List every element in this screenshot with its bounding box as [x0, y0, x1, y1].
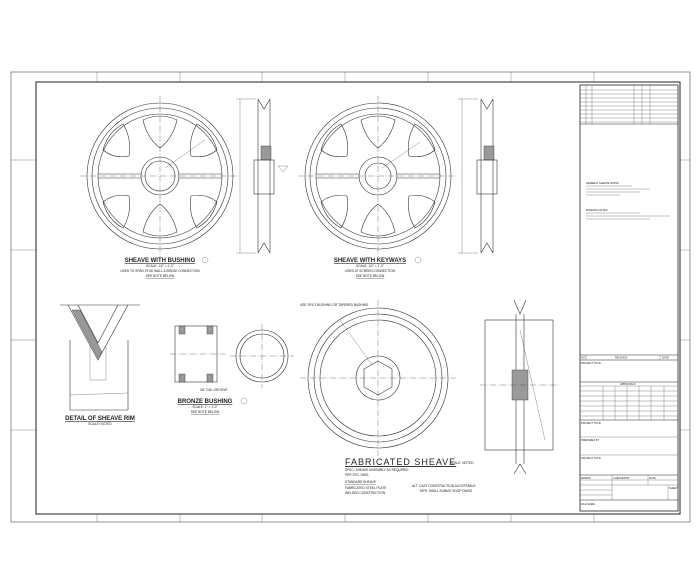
checked-label: CHECKED BY [613, 476, 630, 480]
project-label: PROJECT TITLE [581, 361, 601, 365]
leader-note: USE SPLIT BUSHING OR TAPERED BUSHING [300, 303, 369, 307]
bronze-bushing-view [170, 324, 294, 388]
view-ref: SEE NOTE BELOW [146, 274, 175, 278]
view-title: SHEAVE WITH BUSHING [125, 258, 196, 264]
bushing-callout: 3/4" DIA. GROOVE [200, 388, 228, 392]
file-label: FILE NAME [581, 502, 595, 506]
view-scale: SCALE: NOTED [450, 461, 474, 465]
sheet-label: SHEET [669, 486, 678, 490]
note: ALT. CAST CONSTRUCTION ACCEPTABLE [412, 484, 476, 488]
project-label: PROJECT TITLE [581, 456, 601, 460]
date-label: DATE [662, 356, 669, 360]
sheet-inner-border [35, 81, 681, 515]
border-zone-ticks [11, 72, 690, 522]
date-label: DATE [649, 476, 656, 480]
view-title: FABRICATED SHEAVE [345, 457, 456, 467]
note: PER STD. DWG. [345, 473, 369, 477]
no-label: NO. [581, 356, 586, 360]
note: SPEC. SHEAVE ASSEMBLY AS REQUIRED [345, 468, 409, 472]
note: WELDED CONSTRUCTION [345, 491, 386, 495]
view-ref: SEE NOTE BELOW [356, 274, 385, 278]
view-scale: SCALE: 1/2" = 1'-0" [146, 264, 174, 268]
notes-heading: BUSHING NOTES [586, 208, 608, 212]
project-label: PROJECT TITLE [581, 421, 601, 425]
fabricated-sheave-section [480, 299, 560, 475]
prepared-label: PREPARED BY [581, 438, 600, 442]
view-note: USED AT SCREEN CONNECTION [345, 269, 396, 273]
view-scale: SCALE: 1" = 1'-0" [192, 405, 217, 409]
view-title: BRONZE BUSHING [178, 399, 233, 405]
title-block [579, 84, 679, 512]
view-note: USED TO SPAN STUD WALL & BREAK CONNECTIO… [120, 269, 200, 273]
note: FABRICATED STEEL PLATE [345, 486, 386, 490]
drawn-label: DRAWN [581, 476, 591, 480]
view-scale: SCALE: 1/2" = 1'-0" [356, 264, 384, 268]
note: MFR. SHALL SUBMIT SHOP DWGS. [420, 489, 473, 493]
sheet-outer-border [10, 71, 691, 523]
approvals-label: APPROVALS [620, 382, 636, 386]
view-scale: SCALE: NOTED [88, 422, 112, 426]
fabricated-sheave-view [300, 300, 456, 456]
sheave-with-bushing-view [80, 96, 289, 258]
sheave-rim-detail [60, 304, 140, 411]
note: STANDARD SHEAVE [345, 480, 376, 484]
view-title: SHEAVE WITH KEYWAYS [334, 258, 406, 264]
view-ref: SEE NOTE BELOW [191, 410, 220, 414]
revision-label: REVISION [615, 356, 628, 360]
sheave-with-keyways-view [298, 96, 498, 258]
view-title: DETAIL OF SHEAVE RIM [65, 416, 135, 422]
notes-heading: GENERAL SHEAVE NOTES [586, 181, 619, 185]
